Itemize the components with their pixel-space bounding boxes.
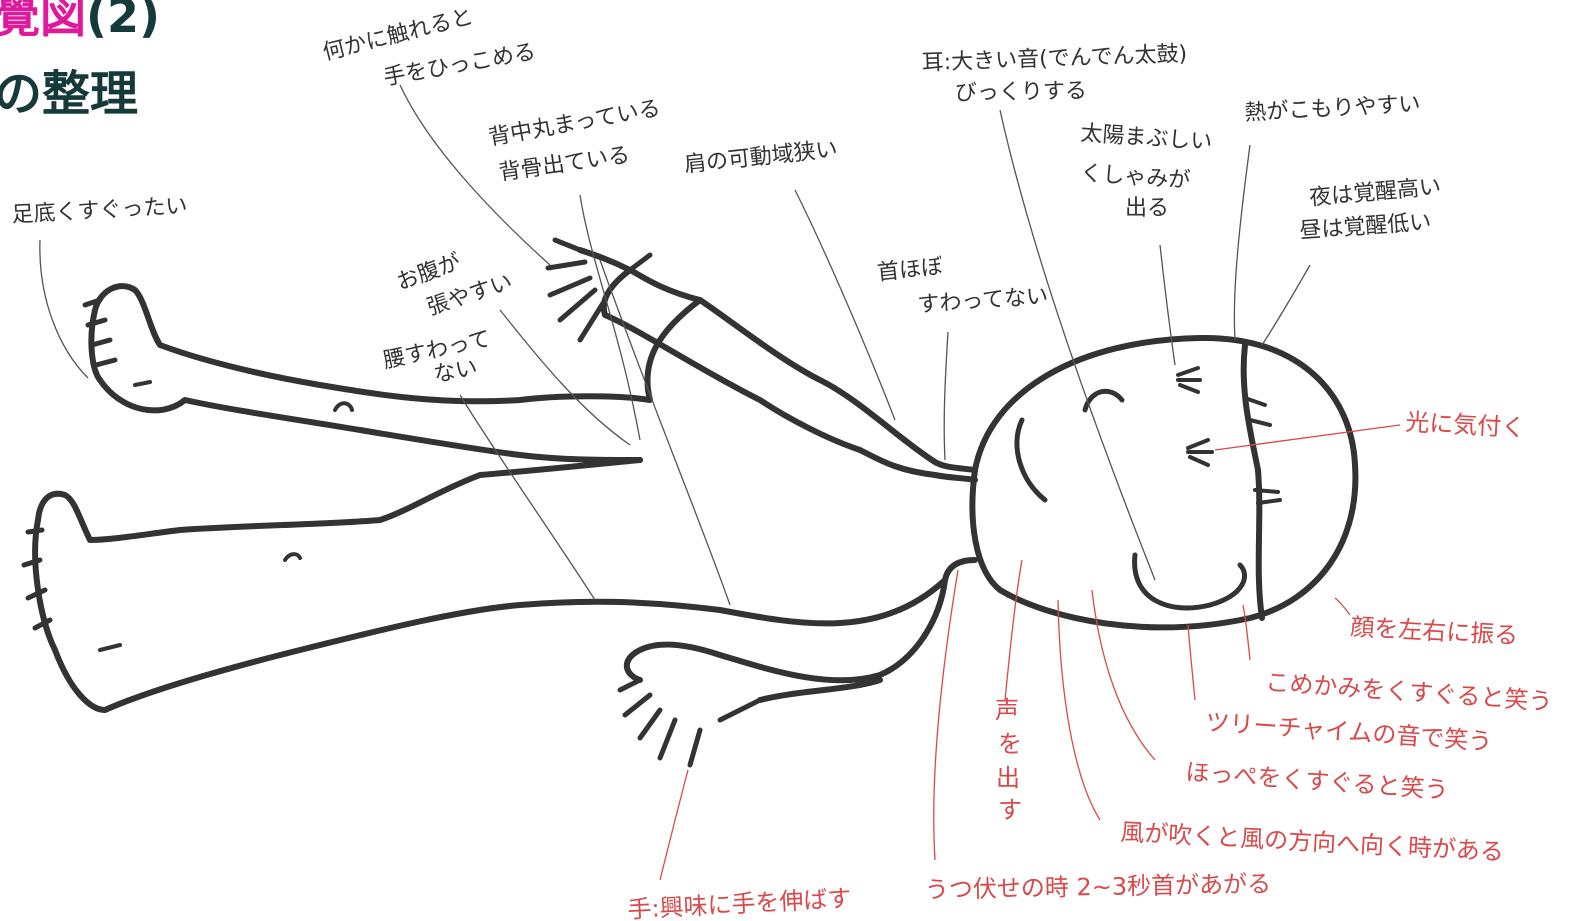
red-leader-lines: [659, 424, 1401, 881]
leader-netsu: [1233, 144, 1251, 341]
label-yoru-1: 夜は覚醒高い: [1308, 175, 1442, 211]
lower-hand: [617, 677, 763, 768]
lower-foot-toes: [21, 527, 53, 631]
label-senaka-2: 背骨出ている: [497, 143, 631, 186]
eye-upper: [1176, 366, 1202, 394]
label-ashi: 足底くすぐったい: [11, 194, 188, 228]
leader-hikari: [1214, 424, 1401, 451]
leader-kao: [1334, 597, 1351, 616]
label-mimi-2: びっくりする: [955, 79, 1087, 106]
label-bottom-left: 手:興味に手を伸ばす: [627, 884, 852, 921]
eye-lower: [1186, 438, 1214, 467]
leader-taiyo: [1159, 244, 1176, 366]
leader-yoru: [1261, 264, 1311, 346]
upper-hand: [545, 237, 653, 343]
face-midline: [1240, 342, 1265, 621]
label-taiyo-1: 太陽まぶしい: [1080, 121, 1213, 155]
mouth: [1132, 552, 1247, 611]
lower-leg-bottom: [102, 577, 948, 713]
label-hikari: 光に気付く: [1405, 408, 1526, 442]
leader-senaka-1: [579, 194, 641, 441]
upper-foot-toes: [82, 297, 118, 368]
red-annotations: 光に気付く 顔を左右に振る こめかみをくすぐると笑う ツリーチャイムの音で笑う …: [627, 408, 1554, 921]
leader-kaze: [1057, 599, 1101, 821]
leader-kata: [794, 189, 896, 421]
label-kubi-2: すわってない: [917, 284, 1049, 318]
leader-hand: [659, 769, 689, 881]
ankle-mark-1: [133, 380, 152, 387]
hair-marks: [1243, 396, 1282, 505]
knee-mark-1: [333, 401, 354, 412]
label-yoru-2: 昼は覚醒低い: [1299, 210, 1432, 244]
leader-mimi: [999, 109, 1156, 581]
head-outline: [969, 334, 1359, 631]
neck-torso-top: [627, 267, 978, 473]
label-koe-2: を: [998, 730, 1022, 758]
leader-utsubuse: [933, 569, 959, 861]
label-kata: 肩の可動域狭い: [683, 137, 839, 178]
leader-senaka-2: [599, 259, 731, 606]
page-title-line1: 覺図(2): [0, 0, 160, 46]
label-taiyo-2: くしゃみが: [1080, 161, 1191, 194]
nose: [1082, 388, 1125, 413]
leader-hoppe: [1091, 589, 1156, 761]
label-komekami: こめかみをくすぐると笑う: [1265, 668, 1554, 716]
label-utsubuse: うつ伏せの時 2~3秒首があがる: [925, 870, 1272, 904]
upper-leg: [88, 283, 703, 405]
leader-tree: [1187, 624, 1196, 701]
leader-koe: [1004, 559, 1023, 701]
label-mimi-1: 耳:大きい音(でんでん太鼓): [921, 42, 1187, 76]
leader-koshi: [459, 394, 596, 601]
leader-komekami: [1242, 604, 1251, 661]
label-koe-4: す: [998, 796, 1022, 824]
title-highlight: 覺図: [0, 0, 86, 43]
leader-ryo: [399, 84, 551, 266]
label-tree: ツリーチャイムの音で笑う: [1205, 708, 1494, 756]
leader-ashi: [39, 239, 89, 379]
label-netsu: 熱がこもりやすい: [1244, 92, 1421, 126]
leader-kubi: [943, 331, 949, 461]
label-kao: 顔を左右に振る: [1350, 613, 1519, 650]
label-kaze: 風が吹くと風の方向へ向く時がある: [1120, 818, 1505, 866]
lower-leg-top: [32, 457, 643, 713]
label-kubi-1: 首ほぼ: [876, 254, 944, 286]
upper-arm: [577, 247, 978, 483]
label-koe-1: 声: [995, 696, 1019, 724]
lower-arm: [757, 677, 883, 703]
black-leader-lines: [39, 84, 1311, 606]
black-annotations: 足底くすぐったい 何かに触れると 手をひっこめる 背中丸まっている 背骨出ている…: [11, 4, 1442, 388]
baby-figure: [21, 237, 1359, 768]
leader-onaka: [499, 309, 631, 446]
label-hoppe: ほっぺをくすぐると笑う: [1185, 758, 1450, 804]
ear: [1014, 417, 1048, 503]
label-senaka-1: 背中丸まっている: [487, 96, 663, 151]
title-number: (2): [86, 0, 161, 43]
ankle-mark-2: [98, 643, 122, 652]
knee-mark-2: [283, 552, 302, 562]
upper-leg-bottom: [97, 377, 643, 463]
label-ryo-2: 手をひっこめる: [382, 40, 538, 91]
label-koe-3: 出: [996, 764, 1020, 792]
label-taiyo-3: 出る: [1125, 196, 1169, 221]
page-title-line2: の整理: [0, 66, 139, 122]
